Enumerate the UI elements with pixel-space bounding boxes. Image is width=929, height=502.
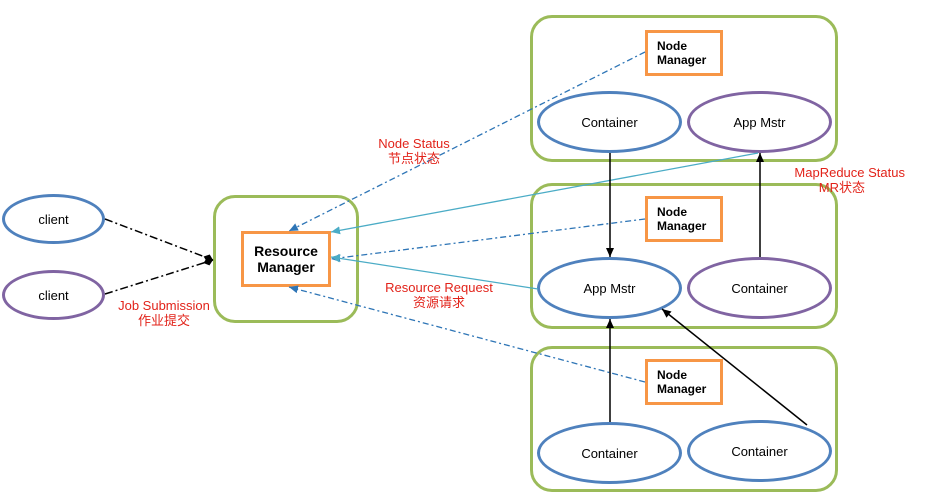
node-status-arrow-2 [330, 218, 646, 262]
node-manager-1: Node Manager [645, 30, 723, 76]
node3-container-2-to-app-master-arrow [661, 308, 808, 426]
node1-container: Container [537, 91, 682, 153]
resource-manager-line1: Resource [254, 243, 318, 259]
node-manager-1-line1: Node [657, 39, 687, 53]
node3-container-1-label: Container [581, 445, 638, 461]
node1-app-master-label: App Mstr [733, 114, 786, 130]
node2-container: Container [687, 257, 832, 319]
client-2: client [2, 270, 105, 320]
job-submission-label-en: Job Submission [118, 298, 210, 313]
node1-app-master: App Mstr [687, 91, 832, 153]
job-submission-line-1 [104, 218, 214, 262]
node-status-arrow-3 [288, 285, 646, 383]
client-2-label: client [38, 287, 69, 303]
job-submission-label: Job Submission 作业提交 [112, 298, 216, 328]
resource-request-label-en: Resource Request [385, 280, 493, 295]
resource-request-label-zh: 资源请求 [412, 295, 465, 310]
resource-request-arrow [330, 254, 539, 290]
node2-container-label: Container [731, 280, 788, 296]
app-master-1-to-rm-arrow [330, 152, 759, 235]
node-status-arrow-1 [288, 51, 646, 232]
client-1-label: client [38, 211, 69, 227]
node-manager-1-line2: Manager [657, 53, 707, 67]
mapreduce-status-label-en: MapReduce Status [794, 165, 905, 180]
node1-container-label: Container [581, 114, 638, 130]
node3-container-2: Container [687, 420, 832, 482]
mapreduce-status-label-zh: MR状态 [818, 180, 865, 195]
node-manager-2-line2: Manager [657, 219, 707, 233]
node-manager-2: Node Manager [645, 196, 723, 242]
client-1: client [2, 194, 105, 244]
node-status-label-en: Node Status [378, 136, 450, 151]
resource-request-label: Resource Request 资源请求 [376, 280, 502, 310]
mapreduce-status-label: MapReduce Status MR状态 [775, 165, 905, 195]
node-status-label-zh: 节点状态 [387, 151, 440, 166]
node-status-label: Node Status 节点状态 [366, 136, 462, 166]
node-manager-2-line1: Node [657, 205, 687, 219]
node3-container-2-label: Container [731, 443, 788, 459]
resource-manager-line2: Manager [257, 259, 315, 275]
node3-container-1: Container [537, 422, 682, 484]
node-manager-3-line1: Node [657, 368, 687, 382]
node-manager-3-line2: Manager [657, 382, 707, 396]
node2-app-master-label: App Mstr [583, 280, 636, 296]
resource-manager: Resource Manager [241, 231, 331, 287]
node-manager-3: Node Manager [645, 359, 723, 405]
job-submission-line-2 [104, 257, 214, 295]
node2-app-master: App Mstr [537, 257, 682, 319]
job-submission-label-zh: 作业提交 [137, 313, 190, 328]
